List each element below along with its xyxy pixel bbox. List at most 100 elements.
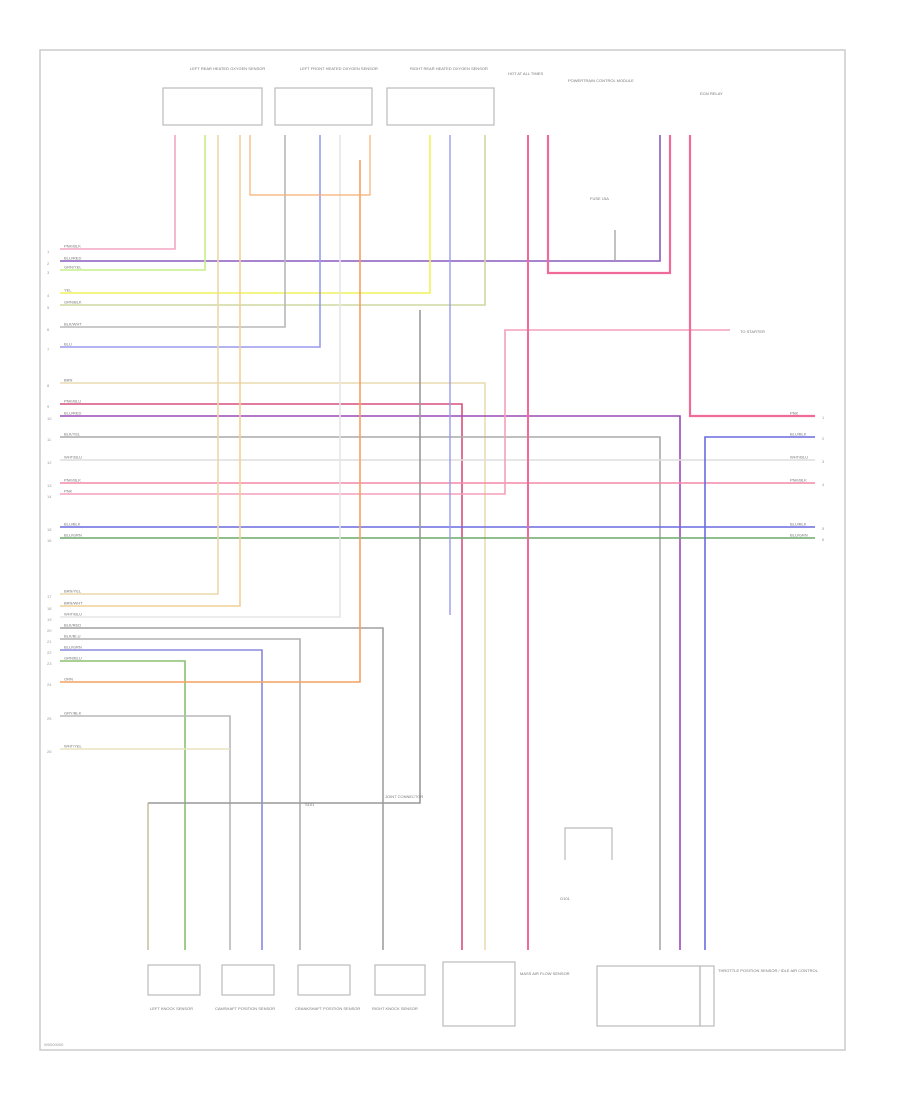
wire-color-code: BLU/BLK (64, 522, 81, 527)
wire-blk-yel (60, 436, 661, 950)
wire-color-code: BRN/WHT (64, 601, 83, 606)
pin-number: 1 (822, 415, 825, 420)
wire-color-code: GRN/YEL (64, 265, 82, 270)
wire-color-code: WHT/BLU (64, 455, 82, 460)
wire-brn-wht (60, 135, 241, 607)
pin-number: 3 (822, 459, 825, 464)
connector-box-left-rear-o2 (162, 87, 263, 126)
pin-number: 21 (47, 639, 52, 644)
wire-color-code: BLK/WHT (64, 322, 82, 327)
wire-grn-yel (60, 135, 206, 271)
wire-color-code: BRN/YEL (64, 589, 82, 594)
pin-number: 9 (47, 404, 50, 409)
wire-blk-red (60, 627, 384, 950)
wire-color-code: GRN/BLK (64, 300, 82, 305)
wire-brn (60, 382, 486, 950)
pin-number: 12 (47, 460, 52, 465)
pin-number: 6 (47, 327, 50, 332)
wire-color-code: BLU (64, 342, 72, 347)
wire-color-code: WHT/BLU (790, 455, 808, 460)
wire-grn-blk (60, 135, 486, 306)
pin-number: 19 (47, 617, 52, 622)
right-knock-sensor-box (374, 964, 426, 996)
pin-number: 8 (47, 383, 50, 388)
pin-number: 20 (47, 628, 52, 633)
tps-iac-box (596, 965, 701, 1027)
component-label: RIGHT KNOCK SENSOR (372, 1006, 418, 1011)
wire-color-code: BLK/RED (64, 623, 81, 628)
connector-box-left-front-o2 (274, 87, 373, 126)
component-label: POWERTRAIN CONTROL MODULE (568, 78, 634, 83)
pin-number: 2 (47, 261, 50, 266)
wire-blue-blk (704, 436, 815, 950)
pin-number: 22 (47, 650, 52, 655)
diagram-border (39, 49, 846, 1051)
pin-number: 16 (47, 538, 52, 543)
component-label: LEFT REAR HEATED OXYGEN SENSOR (190, 66, 265, 71)
pin-number: 4 (47, 293, 50, 298)
wire-color-code: PNK/BLK (64, 478, 81, 483)
camshaft-sensor-box (221, 964, 275, 996)
component-label: ECM RELAY (700, 91, 723, 96)
pin-number: 7 (47, 347, 50, 352)
pin-number: 11 (47, 437, 52, 442)
component-label: LEFT KNOCK SENSOR (150, 1006, 193, 1011)
pin-number: 26 (47, 749, 52, 754)
pin-number: 14 (47, 494, 52, 499)
wire-relay-output (688, 135, 815, 418)
pin-number: 23 (47, 661, 52, 666)
wire-color-code: BLU/BLK (790, 432, 807, 437)
wire-color-code: YEL (64, 288, 72, 293)
pin-number: 1 (47, 249, 50, 254)
destination-label: TO STARTER (740, 329, 765, 334)
pin-number: 24 (47, 682, 52, 687)
connector-box-right-rear-o2 (386, 87, 495, 126)
pin-number: 17 (47, 594, 52, 599)
wire-color-code: PNK/BLU (64, 399, 81, 404)
pin-number: 25 (47, 716, 52, 721)
wire-blu-grn (60, 649, 263, 950)
wire-power-pink (546, 135, 672, 275)
component-label: CRANKSHAFT POSITION SENSOR (295, 1006, 360, 1011)
ground-label: G101 (560, 896, 571, 901)
wire-color-code: PNK/BLK (790, 478, 807, 483)
component-label: RIGHT REAR HEATED OXYGEN SENSOR (410, 66, 488, 71)
wire-brn-yel (60, 135, 219, 595)
wire-pnk-blk (60, 135, 176, 250)
component-label: MASS AIR FLOW SENSOR (520, 971, 570, 976)
wire-color-code: BLU/RED (64, 411, 81, 416)
pin-number: 15 (47, 527, 52, 532)
wire-ground-bus (148, 310, 421, 804)
left-knock-sensor-box (147, 964, 201, 996)
wire-yel (60, 135, 431, 294)
ground-strap (564, 827, 613, 860)
fuse-label: FUSE 15A (590, 196, 609, 201)
pin-number: 18 (47, 606, 52, 611)
wire-blu-red (60, 135, 661, 262)
tps-iac-connector (699, 965, 715, 1027)
wire-color-code: BLU/GRN (64, 533, 82, 538)
wire-color-code: BLK/YEL (64, 432, 81, 437)
pin-number: 2 (822, 436, 825, 441)
pin-number: 3 (47, 270, 50, 275)
pin-number: 13 (47, 483, 52, 488)
wire-color-code: PNK/BLK (64, 244, 81, 249)
wire-orange-jumper (249, 135, 371, 196)
component-label: THROTTLE POSITION SENSOR / IDLE AIR CONT… (718, 968, 819, 973)
wire-color-code: BLU/GRN (790, 533, 808, 538)
wire-color-code: ORN (64, 677, 73, 682)
wire-orn (60, 160, 361, 683)
component-label: HOT AT ALL TIMES (508, 71, 543, 76)
wire-color-code: WHT/YEL (64, 744, 83, 749)
diagram-id: W0000000 (44, 1042, 64, 1047)
wire-color-code: BLU/RED (64, 256, 81, 261)
junction-label: JOINT CONNECTOR (385, 794, 423, 799)
component-label: CAMSHAFT POSITION SENSOR (215, 1006, 275, 1011)
wire-wht-blu (60, 135, 341, 618)
wire-blu (60, 135, 321, 348)
wire-color-code: BLK/BLU (64, 634, 81, 639)
pin-number: 5 (47, 305, 50, 310)
maf-sensor-box (442, 961, 516, 1027)
pin-number: 6 (822, 537, 825, 542)
